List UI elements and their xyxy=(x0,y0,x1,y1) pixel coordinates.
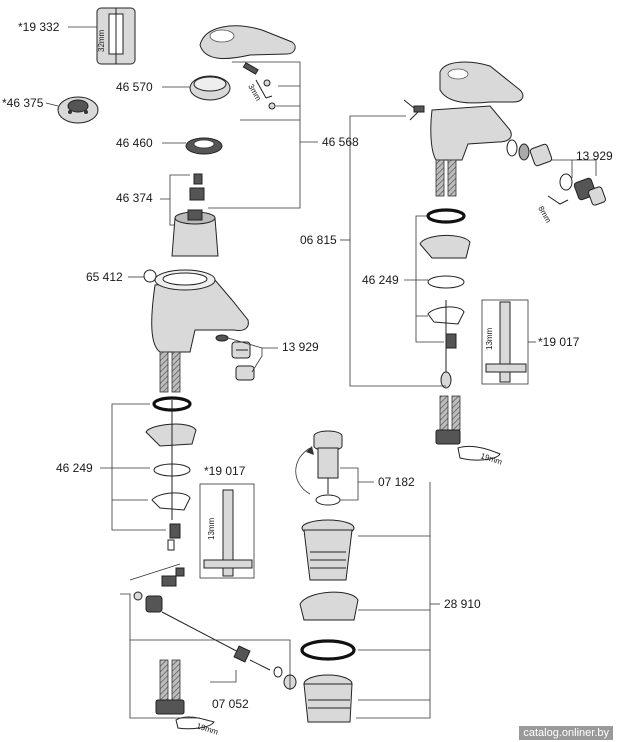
label-46460: 46 460 xyxy=(116,136,153,150)
aerator-13929-left xyxy=(215,334,255,381)
dim-13mm-left: 13mm xyxy=(207,517,216,540)
bidet-faucet-body xyxy=(403,61,524,197)
mounting-set-46249-left xyxy=(145,396,197,551)
screw-hexkey-3mm: 3mm xyxy=(242,62,276,110)
label-13929-right: 13 929 xyxy=(576,149,613,163)
spanner-46375 xyxy=(57,96,99,124)
label-46568: 46 568 xyxy=(322,135,359,149)
aerator-13929-right: 8mm xyxy=(506,139,606,225)
label-65412: 65 412 xyxy=(86,270,123,284)
label-06815: 06 815 xyxy=(300,233,337,247)
label-07182: 07 182 xyxy=(378,475,415,489)
label-13929-left: 13 929 xyxy=(282,340,319,354)
dim-32mm: 32mm xyxy=(97,29,106,52)
waste-body-28910 xyxy=(299,519,359,723)
dim-8mm: 8mm xyxy=(536,205,553,225)
mounting-set-46249-right: 19mm xyxy=(419,208,504,467)
label-19332: *19 332 xyxy=(18,20,60,34)
dim-3mm: 3mm xyxy=(246,83,263,103)
label-46249-left: 46 249 xyxy=(56,461,93,475)
ring-46460 xyxy=(185,137,223,155)
label-46249-right: 46 249 xyxy=(362,273,399,287)
spanner-19332: 32mm xyxy=(96,7,136,65)
rod-set-07052: 19mm xyxy=(133,567,297,737)
cap-46570 xyxy=(189,75,231,101)
lever-handle-top xyxy=(199,25,296,60)
label-46374: 46 374 xyxy=(116,191,153,205)
popup-plug-07182 xyxy=(295,430,343,506)
faucet-body-65412 xyxy=(143,269,249,393)
socket-key-19017-right: 13mm xyxy=(485,301,527,383)
label-46570: 46 570 xyxy=(116,80,153,94)
socket-key-19017-left: 13mm xyxy=(203,489,253,577)
watermark: catalog.onliner.by xyxy=(519,726,613,740)
label-19017-right: *19 017 xyxy=(538,335,580,349)
label-19017-left: *19 017 xyxy=(204,464,246,478)
dim-13mm-right: 13mm xyxy=(485,327,494,350)
label-07052: 07 052 xyxy=(212,697,249,711)
label-46375: *46 375 xyxy=(2,96,44,110)
cartridge-46374 xyxy=(171,173,219,257)
dim-19mm-left: 19mm xyxy=(195,721,219,737)
label-28910: 28 910 xyxy=(444,597,481,611)
